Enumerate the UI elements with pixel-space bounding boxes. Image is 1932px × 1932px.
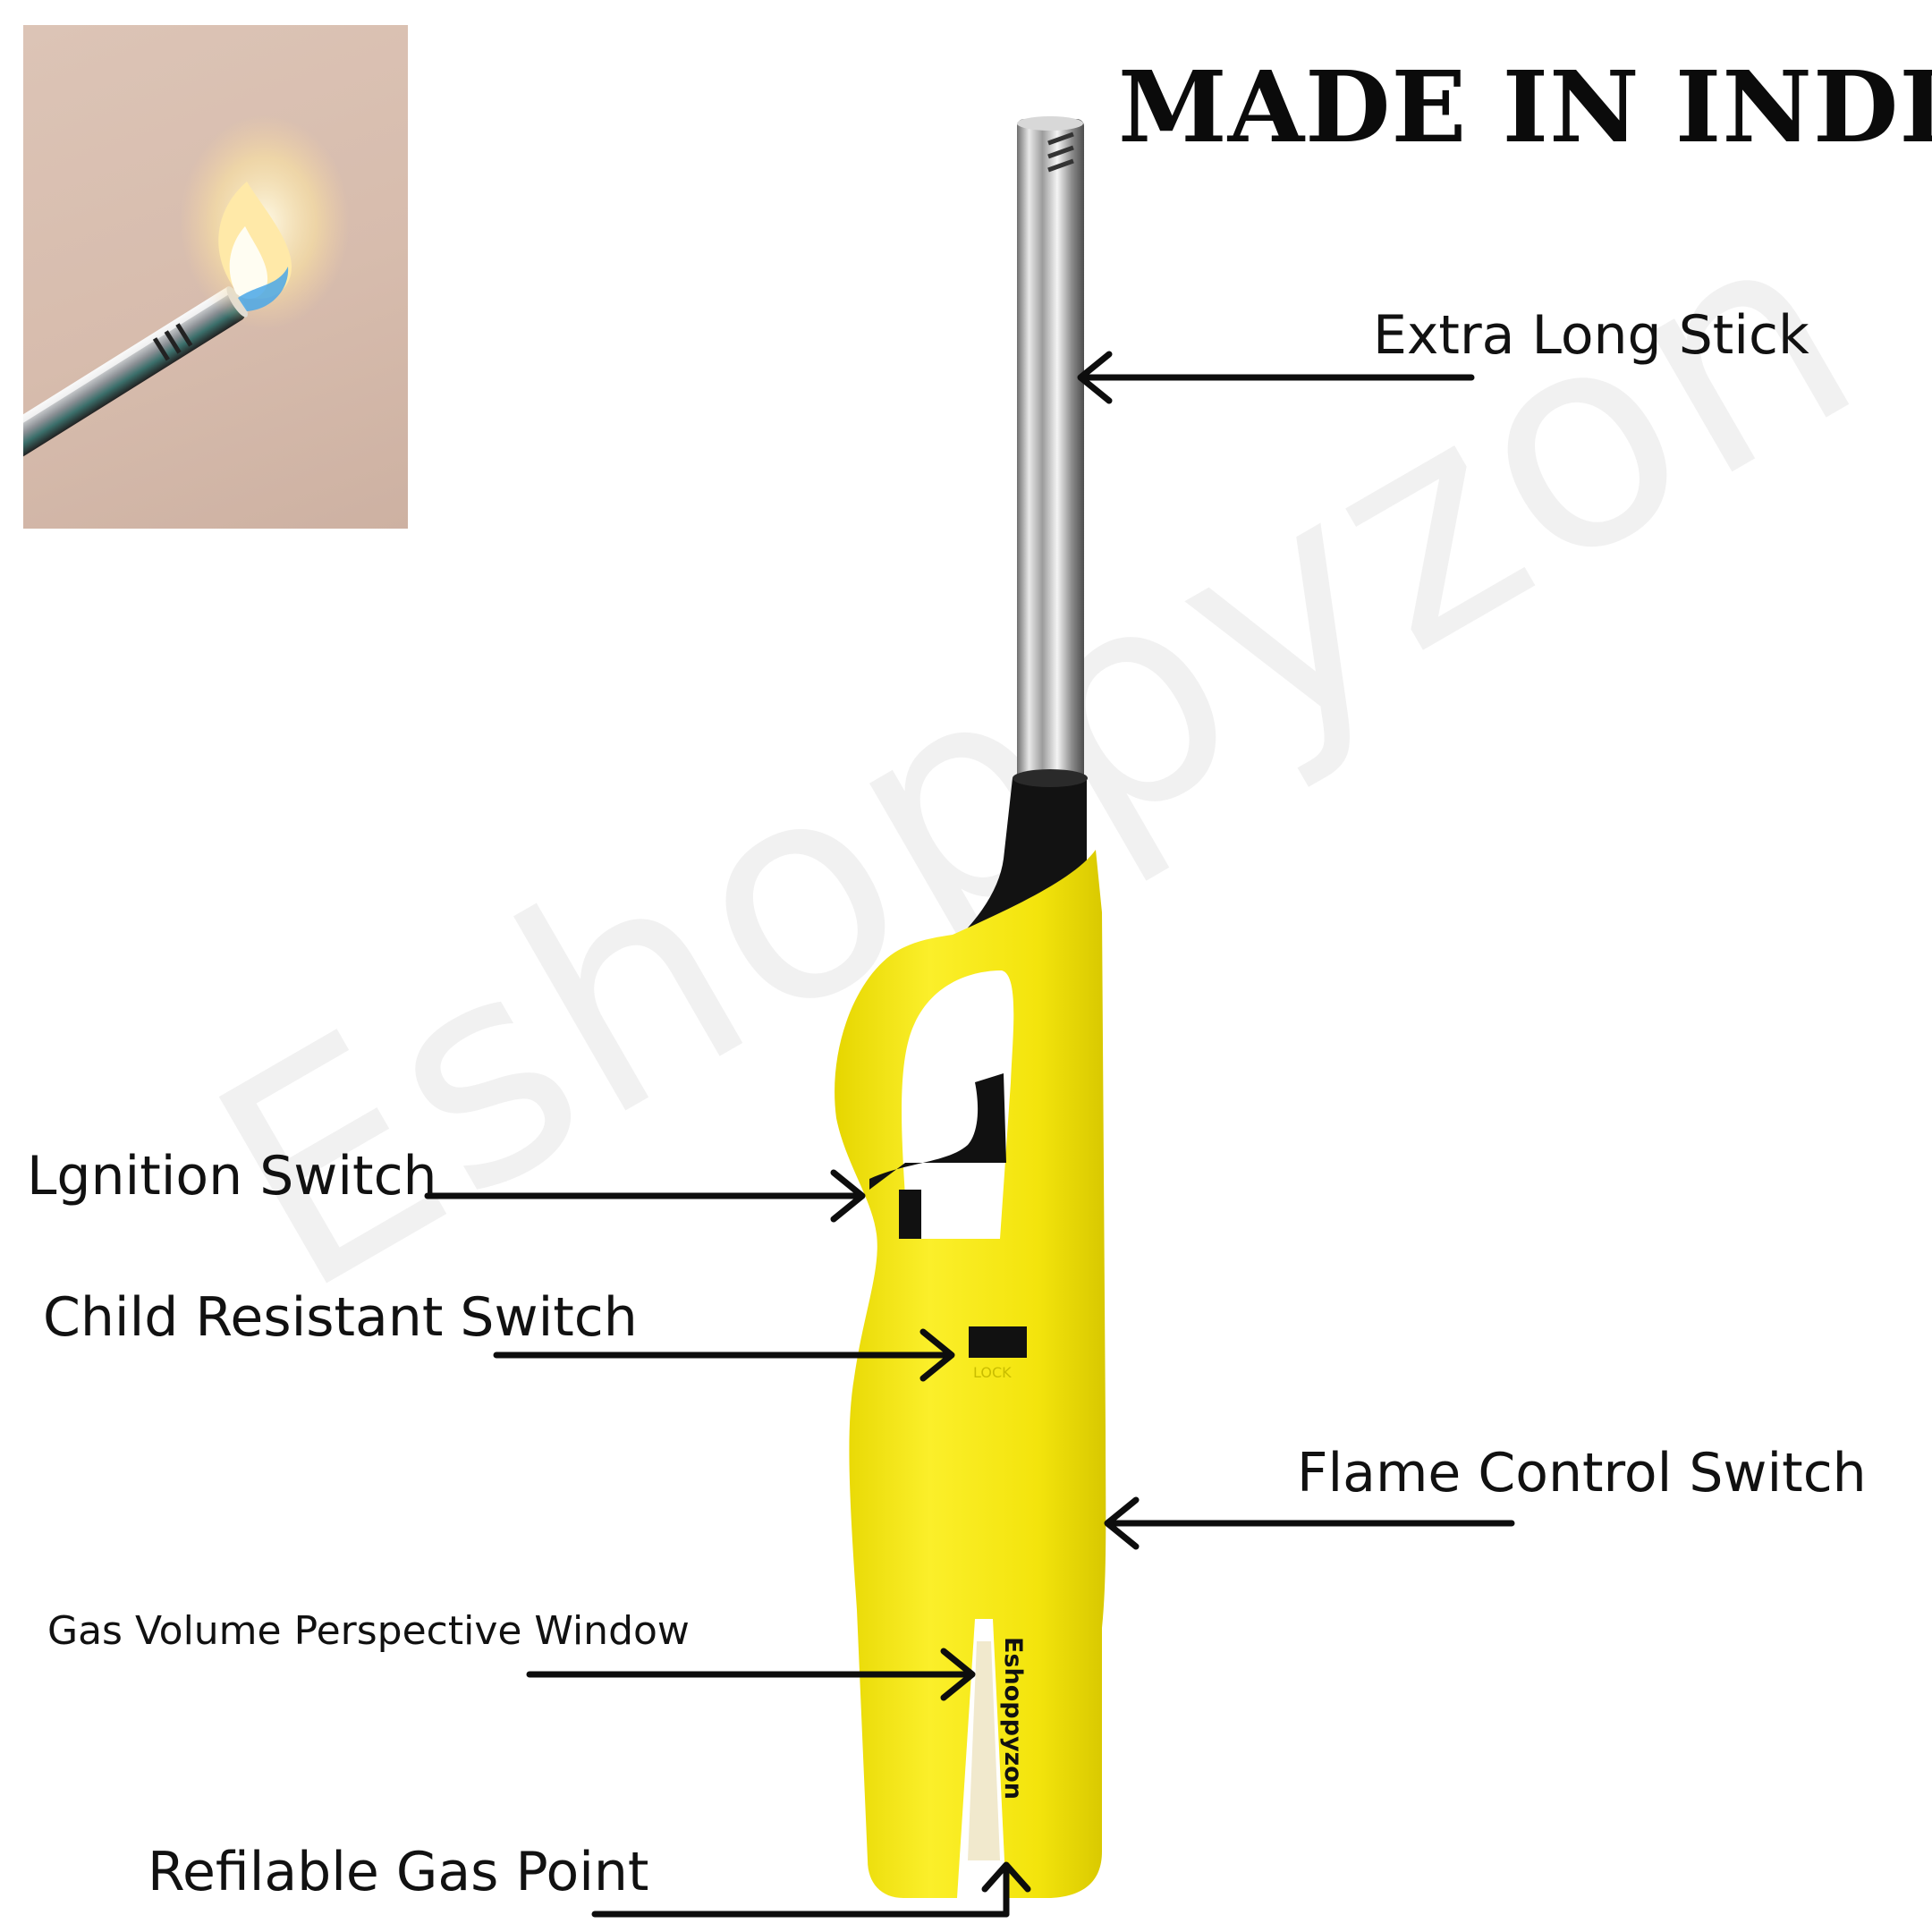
lock-marking: LOCK	[973, 1364, 1012, 1381]
label-extra-long-stick: Extra Long Stick	[1373, 304, 1809, 367]
callout-arrows	[424, 351, 1515, 1918]
made-in-india-heading: MADE IN INDIA	[1118, 49, 1932, 165]
ignition-trigger	[869, 1073, 1006, 1190]
extra-long-stick-rod	[1017, 116, 1084, 817]
lit-lighter-illustration	[23, 114, 350, 474]
body-brand-text: Eshoppyzon	[999, 1637, 1027, 1801]
label-gas-volume-window: Gas Volume Perspective Window	[47, 1608, 690, 1654]
child-lock-button	[969, 1326, 1027, 1358]
lighter-yellow-body	[835, 850, 1106, 1898]
label-ignition-switch: Lgnition Switch	[27, 1145, 437, 1208]
flame-inset-photo	[23, 25, 408, 529]
label-child-resistant-switch: Child Resistant Switch	[43, 1286, 638, 1349]
label-flame-control-switch: Flame Control Switch	[1297, 1442, 1867, 1504]
label-refilable-gas-point: Refilable Gas Point	[148, 1841, 649, 1903]
